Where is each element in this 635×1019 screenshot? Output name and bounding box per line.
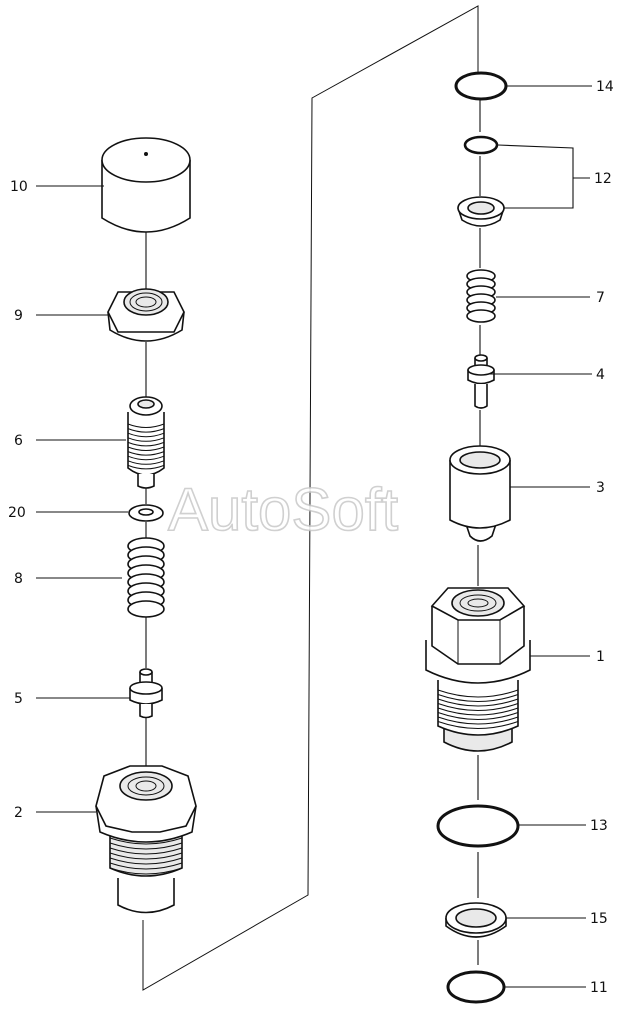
part-13-o-ring	[436, 804, 520, 848]
thread-line	[437, 694, 519, 702]
part-8-spring	[127, 537, 165, 618]
thread-line	[437, 698, 519, 707]
thread-line	[109, 847, 183, 855]
part-14-o-ring	[454, 71, 508, 101]
part-15-backup-ring	[445, 902, 507, 938]
part-7-spring	[466, 269, 496, 323]
thread-line	[109, 862, 183, 870]
callout-3: 3	[596, 480, 605, 496]
callout-4: 4	[596, 367, 605, 383]
assembly-path	[142, 5, 479, 991]
callout-8: 8	[14, 571, 23, 587]
callout-11: 11	[590, 980, 608, 996]
thread-line	[127, 446, 165, 451]
part-1-main-body	[425, 587, 531, 752]
callout-labels: 10 9 6 20 8 5 2 14 12 7 4 3 1 13 15 11	[8, 79, 614, 996]
thread-line	[127, 460, 165, 465]
callout-10: 10	[10, 179, 28, 195]
spring-coil	[466, 309, 496, 323]
thread-line	[127, 437, 165, 442]
spring-coil	[127, 600, 165, 618]
callout-14: 14	[596, 79, 614, 95]
part-5-pin	[129, 668, 163, 719]
thread-line	[127, 441, 165, 447]
thread-line	[109, 857, 183, 865]
thread-line	[127, 451, 165, 456]
thread-line	[127, 432, 165, 438]
callout-20: 20	[8, 505, 26, 521]
thread-line	[127, 428, 165, 433]
thread-line	[109, 837, 183, 845]
thread-line	[437, 721, 519, 729]
part-9-nut	[107, 288, 185, 342]
callout-13: 13	[590, 818, 608, 834]
callout-7: 7	[596, 290, 605, 306]
watermark-text: AutoSoft	[168, 476, 398, 543]
callout-5: 5	[14, 691, 23, 707]
thread-line	[109, 852, 183, 860]
right-axis-lines	[477, 100, 481, 965]
thread-line	[437, 707, 519, 716]
callout-1: 1	[596, 649, 605, 665]
callout-6: 6	[14, 433, 23, 449]
part-10-cap	[101, 137, 191, 233]
part-6-threaded-sleeve	[127, 396, 165, 489]
part-11-o-ring	[446, 970, 506, 1004]
thread-line	[109, 842, 183, 850]
thread-line	[437, 689, 519, 698]
callout-12: 12	[594, 171, 612, 187]
thread-line	[127, 464, 165, 470]
thread-line	[437, 703, 519, 711]
part-4-pin	[467, 354, 495, 409]
callout-9: 9	[14, 308, 23, 324]
thread-line	[437, 712, 519, 720]
part-2-body	[95, 765, 197, 914]
thread-line	[127, 455, 165, 461]
thread-line	[437, 716, 519, 725]
callout-2: 2	[14, 805, 23, 821]
thread-line	[109, 867, 183, 875]
callout-15: 15	[590, 911, 608, 927]
part-20-washer	[128, 504, 164, 522]
leader-lines	[36, 85, 592, 988]
part-3-sleeve	[449, 445, 511, 542]
thread-line	[127, 423, 165, 428]
part-12-seal-set	[457, 135, 505, 227]
